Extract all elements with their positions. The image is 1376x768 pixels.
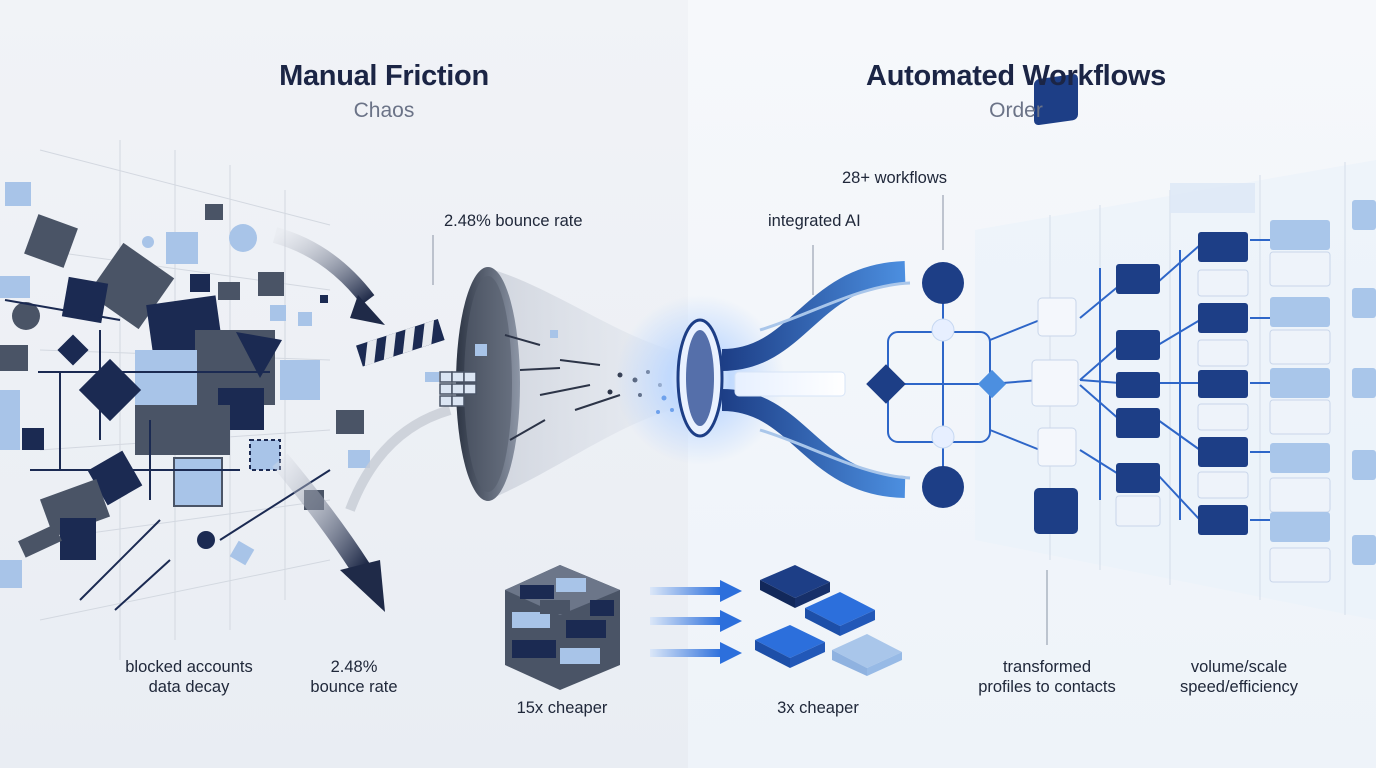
chaos-arrows bbox=[272, 227, 452, 612]
cube-stack-icon bbox=[505, 565, 620, 690]
blocked-accounts-label: blocked accounts data decay bbox=[94, 657, 284, 697]
bounce-rate-label-bottom: 2.48% bounce rate bbox=[294, 657, 414, 697]
transformed-line-1: transformed bbox=[1002, 658, 1092, 676]
right-subtitle: Order bbox=[989, 99, 1043, 122]
data-cards bbox=[1031, 74, 1376, 583]
volume-line-2: speed/efficiency bbox=[1179, 678, 1299, 696]
left-subtitle: Chaos bbox=[353, 99, 415, 122]
chaos-lines bbox=[4, 299, 331, 611]
glowing-nozzle bbox=[615, 295, 785, 465]
left-title: Manual Friction bbox=[279, 60, 489, 92]
transformed-line-2: profiles to contacts bbox=[978, 678, 1116, 696]
blocked-accounts-line-1: blocked accounts bbox=[125, 658, 253, 676]
workflows-label: 28+ workflows bbox=[842, 169, 948, 187]
bounce-rate-line-2: bounce rate bbox=[310, 678, 398, 696]
cheaper-3x-label: 3x cheaper bbox=[777, 699, 859, 717]
workflow-nodes bbox=[866, 239, 1270, 521]
blue-streams bbox=[721, 261, 911, 498]
conversion-arrows bbox=[650, 580, 742, 664]
bounce-rate-line-1: 2.48% bbox=[330, 658, 378, 676]
integrated-ai-label: integrated AI bbox=[768, 212, 861, 230]
volume-line-1: volume/scale bbox=[1190, 658, 1288, 676]
funnel-icon bbox=[425, 267, 690, 501]
volume-speed-label: volume/scale speed/efficiency bbox=[1158, 657, 1320, 697]
chaos-shapes bbox=[0, 182, 370, 588]
bounce-rate-label-top: 2.48% bounce rate bbox=[444, 212, 583, 230]
tiles-icon bbox=[755, 565, 902, 676]
cheaper-15x-label: 15x cheaper bbox=[516, 699, 608, 717]
right-title: Automated Workflows bbox=[866, 60, 1166, 92]
barrier-icon bbox=[356, 319, 445, 367]
transformed-profiles-label: transformed profiles to contacts bbox=[957, 657, 1137, 697]
blocked-accounts-line-2: data decay bbox=[148, 678, 230, 696]
